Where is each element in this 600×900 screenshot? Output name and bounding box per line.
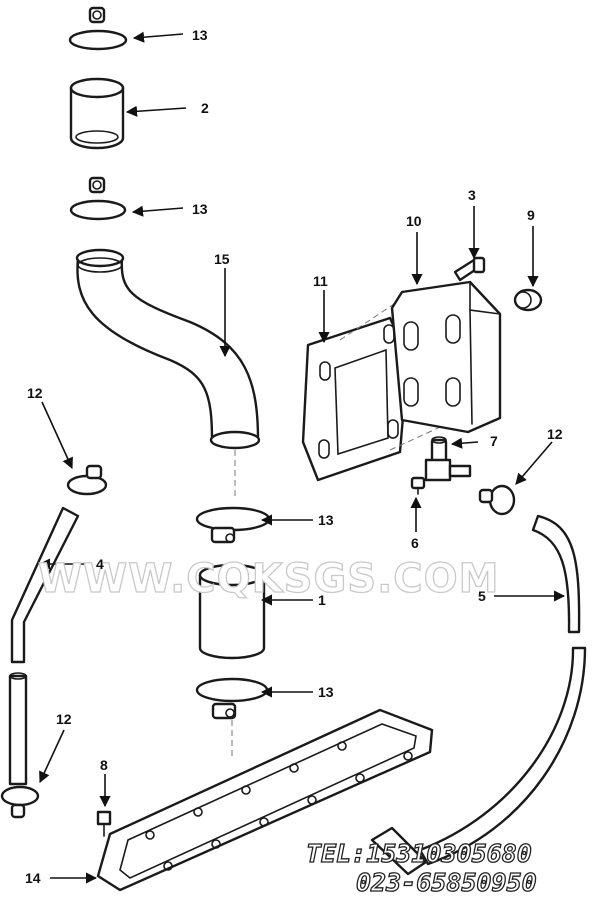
callout-6: 6 <box>411 535 419 551</box>
hose-clamp-13-top <box>68 6 128 51</box>
callout-8: 8 <box>100 757 108 773</box>
contact-tel: TEL:15310305680 <box>306 839 532 868</box>
elbow-fitting-7 <box>424 436 472 482</box>
callout-3: 3 <box>468 187 476 203</box>
hose-clamp-13-bottom <box>195 677 269 720</box>
elbow-pipe-15 <box>75 248 261 450</box>
callout-13: 13 <box>192 201 208 217</box>
hose-clamp-12-left-bottom <box>0 785 40 819</box>
hose-clamp-13-middle <box>195 506 271 544</box>
bolt-6 <box>410 476 426 495</box>
callout-4: 4 <box>96 556 104 572</box>
callout-2: 2 <box>201 100 209 116</box>
water-outlet-flange-10 <box>390 280 502 434</box>
callout-9: 9 <box>527 207 535 223</box>
hose-segment-4 <box>8 506 80 786</box>
callout-10: 10 <box>406 213 422 229</box>
callout-12: 12 <box>27 385 43 401</box>
callout-13: 13 <box>318 684 334 700</box>
callout-1: 1 <box>318 592 326 608</box>
hose-sleeve-2 <box>69 77 125 150</box>
gasket-11 <box>301 316 410 482</box>
contact-phone: 023-65850950 <box>356 868 537 897</box>
callout-7: 7 <box>490 433 498 449</box>
callout-12: 12 <box>547 426 563 442</box>
bolt-8 <box>96 810 112 837</box>
hose-clamp-12-left-top <box>66 464 108 496</box>
callout-13: 13 <box>192 27 208 43</box>
callout-14: 14 <box>25 870 41 886</box>
callout-5: 5 <box>478 588 486 604</box>
gasket-14 <box>96 708 434 892</box>
hose-clamp-12-right <box>478 484 516 516</box>
callout-13: 13 <box>318 512 334 528</box>
callout-11: 11 <box>313 273 328 289</box>
plug-9 <box>513 288 543 312</box>
hose-sleeve-1 <box>198 563 266 660</box>
hose-clamp-13-upper <box>69 176 127 221</box>
watermark-text: WWW.CQKSGS.COM <box>38 556 499 602</box>
hose-segment-5 <box>370 514 587 876</box>
bolt-3 <box>453 256 486 282</box>
callout-15: 15 <box>214 251 230 267</box>
callout-12: 12 <box>56 711 72 727</box>
